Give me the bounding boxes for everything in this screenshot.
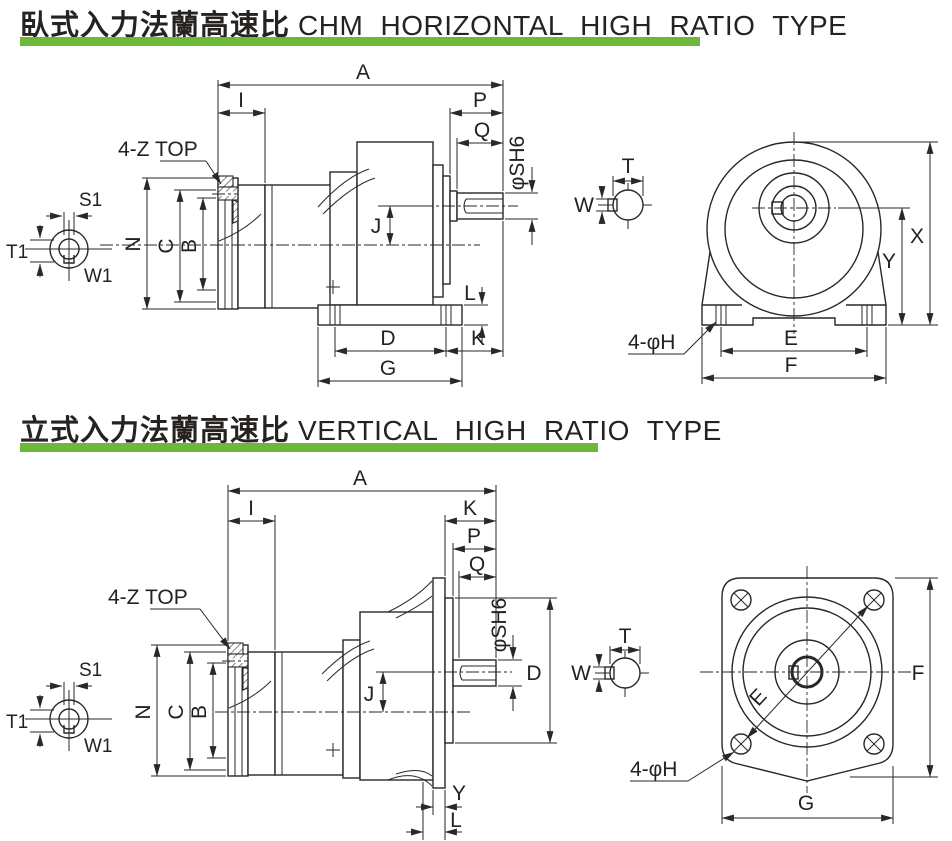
- side-view-h: [100, 141, 518, 326]
- dim-label-sh6-h: φSH6: [506, 136, 529, 190]
- vertical-section-title: 立式入力法蘭高速比 VERTICAL HIGH RATIO TYPE: [20, 407, 722, 449]
- dim-label-phih-v: 4-φH: [630, 758, 677, 781]
- dim-label-q-v: Q: [469, 553, 485, 576]
- dim-label-s1-v: S1: [79, 660, 102, 681]
- shaft-outline-h: [49, 229, 89, 269]
- dim-label-s1-h: S1: [79, 190, 102, 211]
- dim-label-g-v: G: [798, 792, 814, 815]
- front-view-dimensions-h: X Y E F 4-φH: [628, 141, 938, 384]
- dim-label-ztop-v: 4-Z TOP: [108, 586, 188, 609]
- dim-label-f-v: F: [912, 662, 925, 685]
- dim-label-n-h: N: [122, 236, 145, 251]
- flange-face-view-v: E F G 4-φH: [630, 566, 938, 824]
- dim-label-ztop-h: 4-Z TOP: [118, 138, 198, 161]
- dim-label-g-h: G: [380, 357, 396, 380]
- dim-label-sh6-v: φSH6: [488, 598, 511, 652]
- dim-label-w1-v: W1: [84, 736, 113, 757]
- input-key-section-view-h: T W: [574, 155, 652, 229]
- dim-label-w-v: W: [571, 662, 591, 685]
- input-shaft-section-view-h: S1 T1 W1: [6, 190, 113, 287]
- output-shaft-v: [452, 659, 497, 687]
- dim-label-x-h: X: [910, 225, 924, 248]
- dim-label-b-h: B: [178, 239, 201, 253]
- dim-label-i-v: I: [248, 497, 254, 520]
- main-body-h: [356, 141, 434, 306]
- main-body-v: [359, 611, 434, 781]
- vertical-title-en: VERTICAL HIGH RATIO TYPE: [298, 415, 722, 446]
- mounting-feet-h: [317, 304, 463, 326]
- dim-label-w-h: W: [574, 194, 594, 217]
- dim-label-t1-v: T1: [6, 712, 28, 733]
- adapter-v: [247, 651, 276, 776]
- dim-label-d-v: D: [526, 662, 541, 685]
- dim-label-a-v: A: [353, 467, 367, 490]
- flange-bolt-holes-v: [730, 589, 885, 755]
- input-key-section-view-v: T W: [571, 625, 649, 697]
- dim-label-t-v: T: [619, 625, 632, 648]
- front-view-h: [701, 132, 887, 334]
- flange-pilot-boss-v: [444, 597, 454, 744]
- side-view-dimensions-v: A I K P Q φSH6 D: [108, 467, 557, 840]
- dim-label-a-h: A: [356, 61, 370, 84]
- dim-label-c-v: C: [165, 704, 188, 719]
- horizontal-section-title: 臥式入力法蘭高速比 CHM HORIZONTAL HIGH RATIO TYPE: [20, 2, 847, 44]
- dim-label-k-h: K: [471, 327, 485, 350]
- gear-case-h: [264, 184, 334, 309]
- dim-label-y-h: Y: [882, 250, 896, 273]
- horizontal-title-underline: [20, 37, 700, 46]
- dim-label-q-h: Q: [474, 119, 490, 142]
- vertical-drawing: S1 T1 W1: [6, 467, 938, 840]
- dim-label-k-v: K: [463, 497, 477, 520]
- horizontal-title-zh: 臥式入力法蘭高速比: [20, 10, 291, 42]
- horizontal-drawing: S1 T1 W1: [6, 61, 938, 387]
- dim-label-n-v: N: [132, 704, 155, 719]
- dim-label-y-v: Y: [452, 782, 466, 805]
- gear-case-v: [274, 651, 344, 776]
- dim-label-t-h: T: [622, 155, 635, 178]
- dim-label-c-h: C: [155, 238, 178, 253]
- vertical-title-underline: [20, 443, 598, 452]
- dim-label-i-h: I: [238, 89, 244, 112]
- dim-label-l-v: L: [450, 809, 462, 832]
- dim-label-l-h: L: [464, 282, 476, 305]
- dim-label-t1-h: T1: [6, 242, 28, 263]
- dim-label-d-h: D: [380, 327, 395, 350]
- dim-label-w1-h: W1: [84, 266, 113, 287]
- dim-label-p-v: P: [467, 525, 481, 548]
- side-view-v: [215, 577, 512, 789]
- horizontal-title-en: CHM HORIZONTAL HIGH RATIO TYPE: [298, 10, 848, 41]
- dim-label-p-h: P: [473, 89, 487, 112]
- output-flange-plate-v: [432, 577, 446, 789]
- side-view-dimensions-h: A I P Q φSH6 J N: [118, 61, 538, 387]
- keyway-notch-h: [63, 255, 75, 264]
- vertical-title-zh: 立式入力法蘭高速比: [20, 415, 291, 447]
- dim-label-j-v: J: [364, 683, 375, 706]
- adapter-h: [237, 184, 266, 309]
- input-shaft-section-view-v: S1 T1 W1: [6, 660, 113, 757]
- dim-label-e-h: E: [784, 327, 798, 350]
- dim-label-j-h: J: [371, 215, 382, 238]
- dim-label-f-h: F: [785, 354, 798, 377]
- dim-label-b-v: B: [188, 705, 211, 719]
- dim-label-phih-h: 4-φH: [628, 331, 675, 354]
- keyway-notch-v: [63, 725, 75, 734]
